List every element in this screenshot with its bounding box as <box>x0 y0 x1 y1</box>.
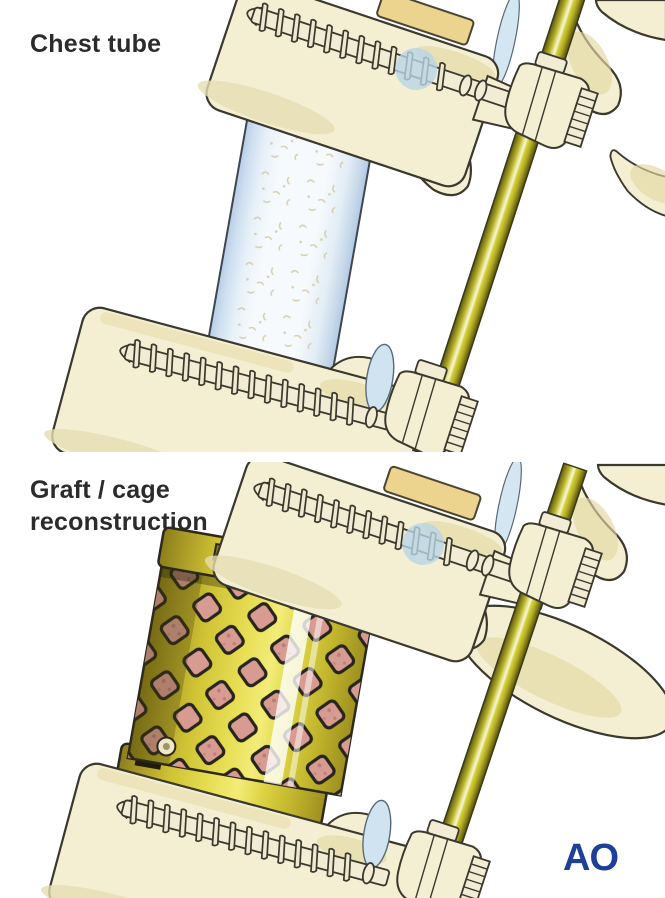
transverse-process <box>594 0 665 42</box>
panel-label-chest-tube: Chest tube <box>30 30 162 58</box>
screw-head-lower <box>387 813 498 898</box>
panel-chest-tube-illustration <box>41 0 665 452</box>
transverse-process <box>596 463 665 507</box>
ao-logo: AO <box>563 837 618 879</box>
bone-graft <box>127 564 375 796</box>
rib <box>606 126 665 236</box>
panel-graft-cage-illustration <box>38 462 665 898</box>
cage-highlight <box>263 588 316 786</box>
tube-texture <box>226 108 355 376</box>
mesh-cage <box>113 526 386 827</box>
